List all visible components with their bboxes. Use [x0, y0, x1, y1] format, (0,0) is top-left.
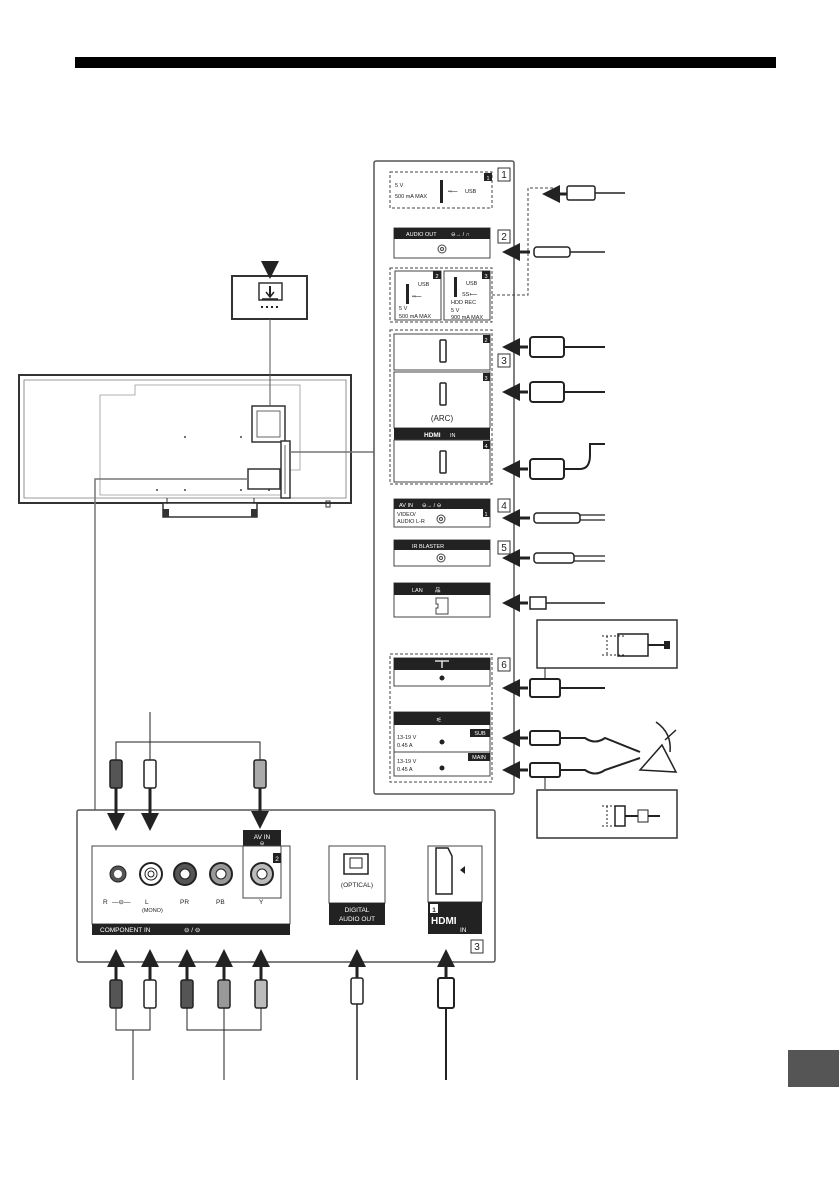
usb3-label: USB [466, 281, 478, 287]
optical-label: (OPTICAL) [341, 882, 373, 889]
bottom-cables [107, 949, 455, 1080]
av-in2-label: AV IN [254, 834, 271, 841]
ir-blaster-block: IR BLASTER [393, 539, 491, 567]
usb2-voltage: 5 V [399, 306, 408, 312]
av-in-icon: ⊖→ / ⊖ [422, 503, 442, 509]
av-in-number: 1 [484, 512, 487, 518]
antenna-plug-inset [536, 619, 678, 669]
callout-5: 5 [501, 543, 507, 554]
usb1-port-block: 1 5 V 500 mA MAX •⟵ USB [389, 171, 493, 209]
component-r-l-connector: —⊖— [112, 899, 131, 906]
av-in-line1: VIDEO/ [397, 512, 416, 518]
audio-out-bottom-label: AUDIO OUT [339, 916, 375, 923]
callout-6: 6 [501, 660, 507, 671]
component-mono-label: (MONO) [142, 908, 163, 914]
callout-2: 2 [501, 232, 507, 243]
callout-numbers: 1 2 3 4 5 6 [497, 167, 511, 672]
usb2-usb3-block: 2 3 USB •⟵ 5 V 500 mA MAX USB SS⟵ HDD RE… [389, 267, 493, 323]
ir-blaster-label: IR BLASTER [412, 544, 444, 550]
usb2-number: 2 [435, 274, 438, 280]
av-in-label: AV IN [399, 503, 413, 509]
callout-1: 1 [501, 170, 507, 181]
antenna-satellite-block: ⚟ SUB 13-19 V 0.45 A MAIN 13-19 V 0.45 A [389, 653, 493, 783]
component-icon: ⊖ / ⊖ [184, 927, 201, 934]
usb3-hdd-rec: HDD REC [451, 300, 476, 306]
hdmi1-logo: HDMI [431, 916, 457, 927]
usb2-icon: •⟵ [412, 294, 423, 300]
satellite-plug-inset [536, 789, 678, 839]
usb2-current: 500 mA MAX [399, 314, 431, 320]
usb3-voltage: 5 V [451, 308, 460, 314]
sat-sub-label: SUB [474, 731, 486, 737]
usb3-current: 900 mA MAX [451, 315, 483, 321]
hdmi3-number: 3 [484, 376, 487, 382]
sat-main-label: MAIN [472, 755, 486, 761]
hdmi-logo: HDMI [424, 432, 441, 439]
callout-3: 3 [501, 356, 507, 367]
component-pb-label: PB [216, 899, 225, 906]
hdmi-arc-label: (ARC) [431, 414, 454, 423]
hdmi2-number: 2 [484, 338, 487, 344]
av-in-line2: AUDIO L-R [397, 519, 425, 525]
sat-main-current: 0.45 A [397, 767, 413, 773]
bottom-callout-3: 3 [474, 942, 480, 953]
component-y-label: Y [259, 899, 264, 906]
component-l-label: L [145, 899, 149, 906]
callout-4: 4 [501, 501, 507, 512]
component-in-label: COMPONENT IN [100, 927, 151, 934]
header-bar [75, 57, 776, 68]
usb3-number: 3 [484, 274, 487, 280]
network-icon: 品 [435, 587, 441, 594]
hdmi1-in-label: IN [460, 927, 467, 934]
power-cord-clamp-inset [231, 261, 308, 406]
page-tab [788, 1050, 839, 1087]
sat-sub-current: 0.45 A [397, 743, 413, 749]
side-cables [502, 185, 678, 789]
headphone-icon: ⊖→ / ∩ [451, 232, 470, 238]
av-in2-number: 2 [275, 856, 279, 863]
usb3-ss-icon: SS⟵ [462, 292, 478, 298]
bottom-terminal-panel: 2 AV IN ⊖ R —⊖— L (MONO) PR PB Y COMPONE… [76, 809, 496, 963]
usb1-current: 500 mA MAX [395, 194, 427, 200]
av-in-side-block: AV IN ⊖→ / ⊖ 1 VIDEO/ AUDIO L-R [393, 498, 491, 528]
tv-rear-view [18, 374, 352, 518]
hdmi4-number: 4 [484, 444, 487, 450]
audio-out-label: AUDIO OUT [406, 232, 437, 238]
usb1-number: 1 [486, 176, 489, 182]
usb-icon: •⟵ [448, 189, 459, 195]
top-cables [107, 712, 269, 831]
sat-sub-voltage: 13-19 V [397, 735, 417, 741]
av-in2-icon: ⊖ [260, 841, 265, 847]
component-r-label: R [103, 899, 108, 906]
usb1-voltage: 5 V [395, 183, 404, 189]
satellite-icon: ⚟ [436, 717, 442, 724]
sat-main-voltage: 13-19 V [397, 759, 417, 765]
hdmi-side-block: 2 3 4 (ARC) HDMI IN [389, 329, 493, 485]
hdmi-in-label: IN [450, 433, 456, 439]
component-pr-label: PR [180, 899, 189, 906]
lan-label: LAN [412, 588, 423, 594]
lan-block: LAN 品 [393, 582, 491, 618]
usb2-label: USB [418, 282, 430, 288]
usb1-label: USB [465, 189, 477, 195]
hdmi1-number: 1 [432, 907, 436, 914]
audio-out-block: AUDIO OUT ⊖→ / ∩ [393, 227, 491, 259]
digital-label: DIGITAL [345, 907, 370, 914]
